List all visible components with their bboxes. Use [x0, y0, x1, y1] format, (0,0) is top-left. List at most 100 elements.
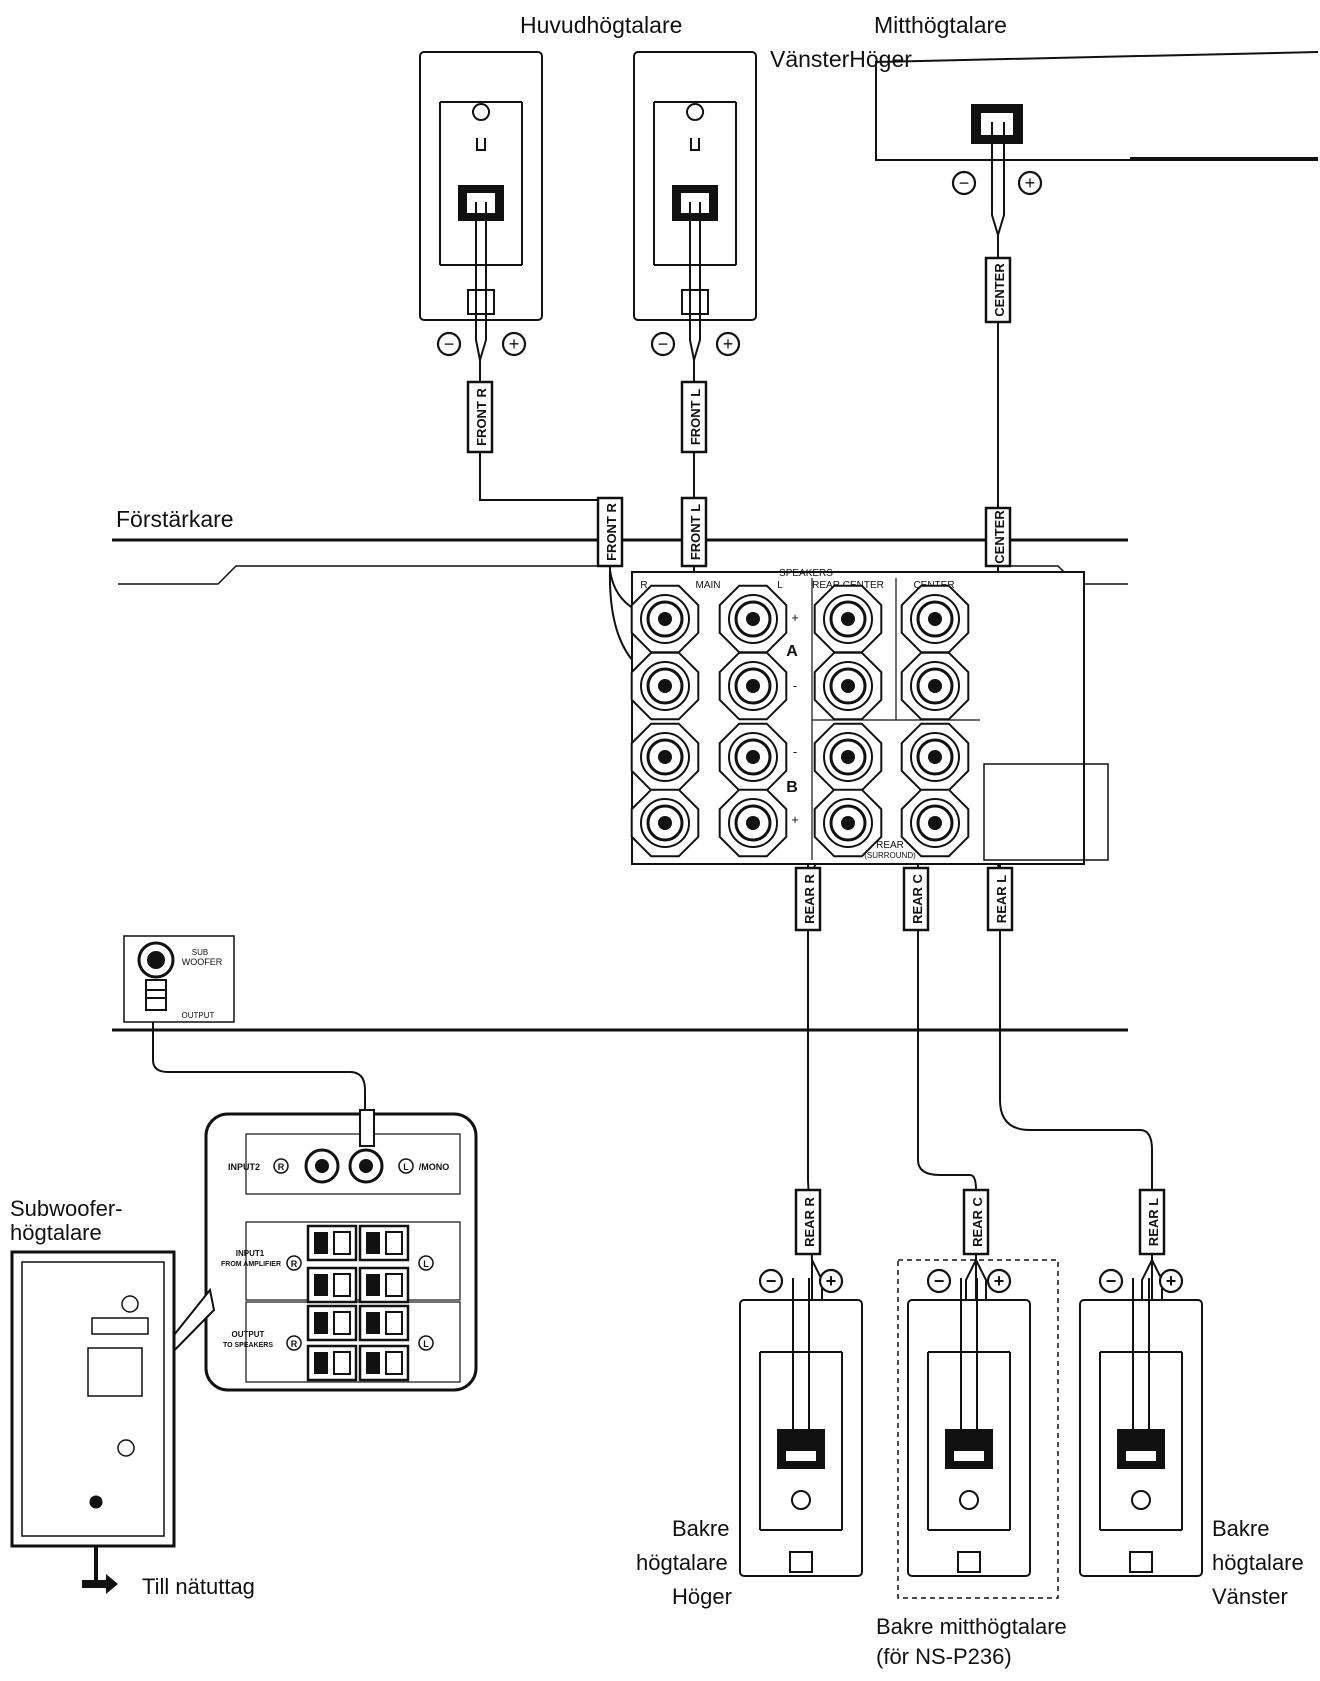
cable-tag-rear-l-amp: REAR L	[986, 866, 1014, 932]
cable-tag-rear-r-speaker: REAR R	[794, 1188, 822, 1256]
cable-tag-rear-c-speaker: REAR C	[962, 1188, 990, 1256]
rear-left-caption-2: högtalare	[1212, 1550, 1304, 1575]
terminal-sign: +	[826, 1271, 837, 1291]
amplifier-caption: Förstärkare	[116, 506, 234, 532]
group-b-label: B	[786, 779, 798, 796]
cable-tag-front-r-amp-text: FRONT R	[604, 503, 619, 561]
rear-center-dashed-box	[897, 1259, 1059, 1599]
speaker-terminal-panel: SPEAKERS MAIN REAR CENTER CENTER A B REA…	[630, 568, 1109, 865]
cable-tag-rear-r-speaker-text: REAR R	[802, 1196, 817, 1246]
rear-center-caption-2: (för NS-P236)	[876, 1644, 1012, 1669]
input1-r-mark: R	[291, 1259, 298, 1269]
rear-surround-label-2: (SURROUND)	[864, 851, 916, 860]
mono-label: /MONO	[419, 1162, 450, 1172]
spring-terminal-icon	[306, 1224, 358, 1262]
cable-tag-front-r-top: FRONT R	[466, 380, 494, 454]
cable-tag-front-l-amp-text: FRONT L	[688, 504, 703, 560]
cable-tag-center-top: CENTER	[984, 256, 1012, 324]
subwoofer-output-jack: SUB WOOFER OUTPUT	[123, 935, 235, 1023]
plus-b-label: +	[791, 812, 799, 827]
front-r-terminal-signs: − +	[436, 331, 527, 357]
plus-sign: +	[1025, 173, 1036, 193]
woofer-label: WOOFER	[182, 957, 223, 967]
spring-terminals	[306, 1224, 410, 1382]
binding-post-icon	[813, 651, 883, 721]
binding-post-icon	[900, 788, 970, 858]
rear-speakers: −+−+−+	[739, 1268, 1203, 1577]
input2-l-mark: L	[403, 1162, 409, 1172]
terminal-sign: +	[994, 1271, 1005, 1291]
binding-post-icon	[718, 722, 788, 792]
cable-tag-center-top-text: CENTER	[992, 263, 1007, 317]
binding-post-icon	[718, 788, 788, 858]
speakers-label: SPEAKERS	[779, 568, 833, 579]
binding-post-icon	[718, 584, 788, 654]
output-label-1: OUTPUT	[232, 1330, 265, 1339]
r-mark: R	[640, 580, 647, 591]
center-speaker	[875, 51, 1319, 161]
binding-post-icon	[813, 584, 883, 654]
input1-label-2: FROM AMPLIFIER	[221, 1261, 281, 1268]
front-left-speaker	[633, 51, 757, 321]
rear-center-speaker	[907, 1278, 1031, 1577]
spring-terminal-icon	[358, 1344, 410, 1382]
left-right-caption: VänsterHöger	[770, 46, 912, 72]
spring-terminal-icon	[306, 1344, 358, 1382]
front-l-terminal-signs: − +	[650, 331, 741, 357]
cable-tag-rear-l-speaker-text: REAR L	[1146, 1198, 1161, 1246]
plus-sign: +	[509, 334, 520, 354]
plus-a-label: +	[791, 610, 799, 625]
main-label: MAIN	[696, 580, 721, 591]
input1-l-mark: L	[423, 1259, 429, 1269]
binding-post-icon	[630, 788, 700, 858]
cable-tag-front-r-top-text: FRONT R	[474, 388, 489, 446]
sub-label: SUB	[192, 948, 208, 957]
cable-tag-rear-r-amp: REAR R	[794, 866, 822, 932]
center-speaker-caption: Mitthögtalare	[874, 12, 1007, 38]
rear-right-caption-1: Bakre	[672, 1516, 730, 1541]
rear-right-caption-3: Höger	[672, 1584, 732, 1609]
output-label: OUTPUT	[182, 1011, 215, 1020]
cable-tag-center-amp-text: CENTER	[992, 510, 1007, 564]
group-a-label: A	[786, 643, 798, 660]
spring-terminal-icon	[306, 1266, 358, 1304]
output-r-mark: R	[291, 1339, 298, 1349]
front-right-speaker	[419, 51, 543, 321]
cable-tag-rear-c-amp-text: REAR C	[910, 873, 925, 923]
spring-terminal-icon	[358, 1304, 410, 1342]
rear-left-speaker	[1079, 1278, 1203, 1577]
cable-tag-rear-c-speaker-text: REAR C	[970, 1196, 985, 1246]
input2-label: INPUT2	[228, 1162, 260, 1172]
rear-left-speaker-terminal-signs: −+	[1098, 1268, 1184, 1294]
cable-tag-front-r-amp: FRONT R	[596, 496, 624, 568]
binding-post-icon	[630, 722, 700, 792]
center-terminal-signs: − +	[951, 170, 1043, 196]
minus-sign: −	[658, 334, 669, 354]
terminal-sign: −	[934, 1271, 945, 1291]
rear-center-caption-1: Bakre mitthögtalare	[876, 1614, 1067, 1639]
subwoofer-connector-panel: INPUT2 R L /MONO INPUT1 FROM AMPLIFIER O…	[204, 1109, 478, 1392]
binding-post-icon	[630, 651, 700, 721]
minus-b-label: -	[793, 744, 797, 759]
rear-center-speaker-terminal-signs: −+	[926, 1268, 1012, 1294]
binding-post-icon	[630, 584, 700, 654]
subwoofer-cabinet	[10, 1250, 176, 1548]
subwoofer-caption-1: Subwoofer-	[10, 1196, 123, 1221]
binding-post-icon	[813, 788, 883, 858]
binding-post-icon	[900, 584, 970, 654]
input2-r-mark: R	[278, 1162, 285, 1172]
plus-sign: +	[723, 334, 734, 354]
terminal-sign: −	[766, 1271, 777, 1291]
cable-tag-center-amp: CENTER	[984, 506, 1012, 568]
binding-post-icon	[900, 651, 970, 721]
rear-left-caption-3: Vänster	[1212, 1584, 1288, 1609]
binding-post-icon	[718, 651, 788, 721]
subwoofer-caption-2: högtalare	[10, 1220, 102, 1245]
minus-sign: −	[444, 334, 455, 354]
mains-arrow-icon	[82, 1574, 118, 1594]
cable-tag-rear-c-amp: REAR C	[902, 866, 930, 932]
cable-tag-front-l-top-text: FRONT L	[688, 389, 703, 445]
binding-post-icon	[900, 722, 970, 792]
